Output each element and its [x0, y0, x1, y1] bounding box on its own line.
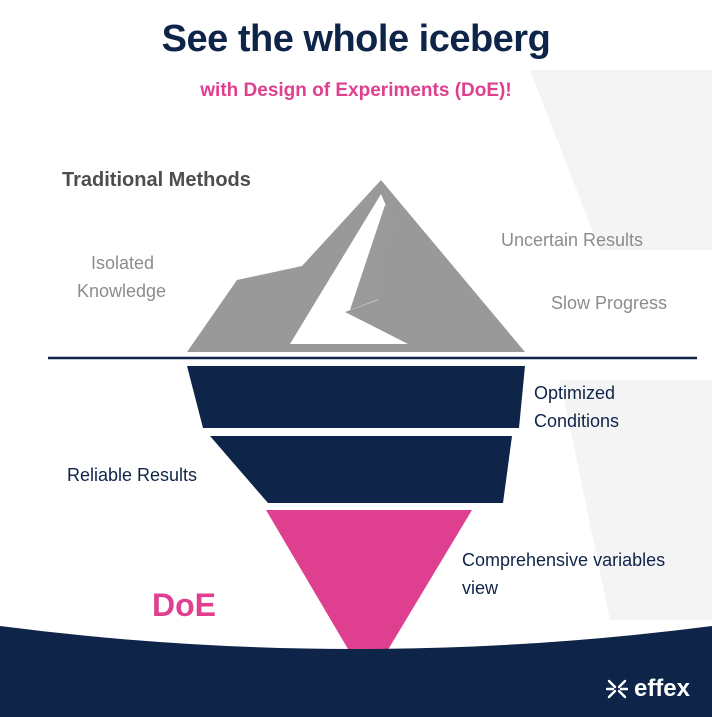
- iceberg-layer-doe: [266, 510, 472, 683]
- background-watermark: [530, 70, 712, 620]
- iceberg-layer-middle: [210, 436, 512, 503]
- page-title: See the whole iceberg: [161, 18, 551, 60]
- effex-logo: effex: [605, 675, 690, 703]
- effex-logo-icon: [605, 679, 628, 699]
- isolated-knowledge-line1: Isolated: [91, 253, 155, 273]
- reliable-results-label: Reliable Results: [67, 465, 198, 485]
- comprehensive-view-line1: Comprehensive variables: [462, 550, 666, 570]
- iceberg-layer-top: [187, 366, 525, 428]
- doe-label: DoE: [152, 587, 216, 623]
- uncertain-results-label: Uncertain Results: [501, 230, 644, 250]
- page-subtitle: with Design of Experiments (DoE)!: [200, 80, 512, 101]
- isolated-knowledge-line2: Knowledge: [77, 281, 167, 301]
- iceberg-tip: [187, 180, 525, 352]
- footer-band: [0, 626, 712, 717]
- optimized-conditions-line1: Optimized: [534, 383, 616, 403]
- optimized-conditions-line2: Conditions: [534, 411, 620, 431]
- effex-logo-text: effex: [633, 675, 690, 702]
- comprehensive-view-line2: view: [462, 578, 499, 598]
- slow-progress-label: Slow Progress: [551, 293, 668, 313]
- traditional-methods-heading: Traditional Methods: [62, 169, 251, 191]
